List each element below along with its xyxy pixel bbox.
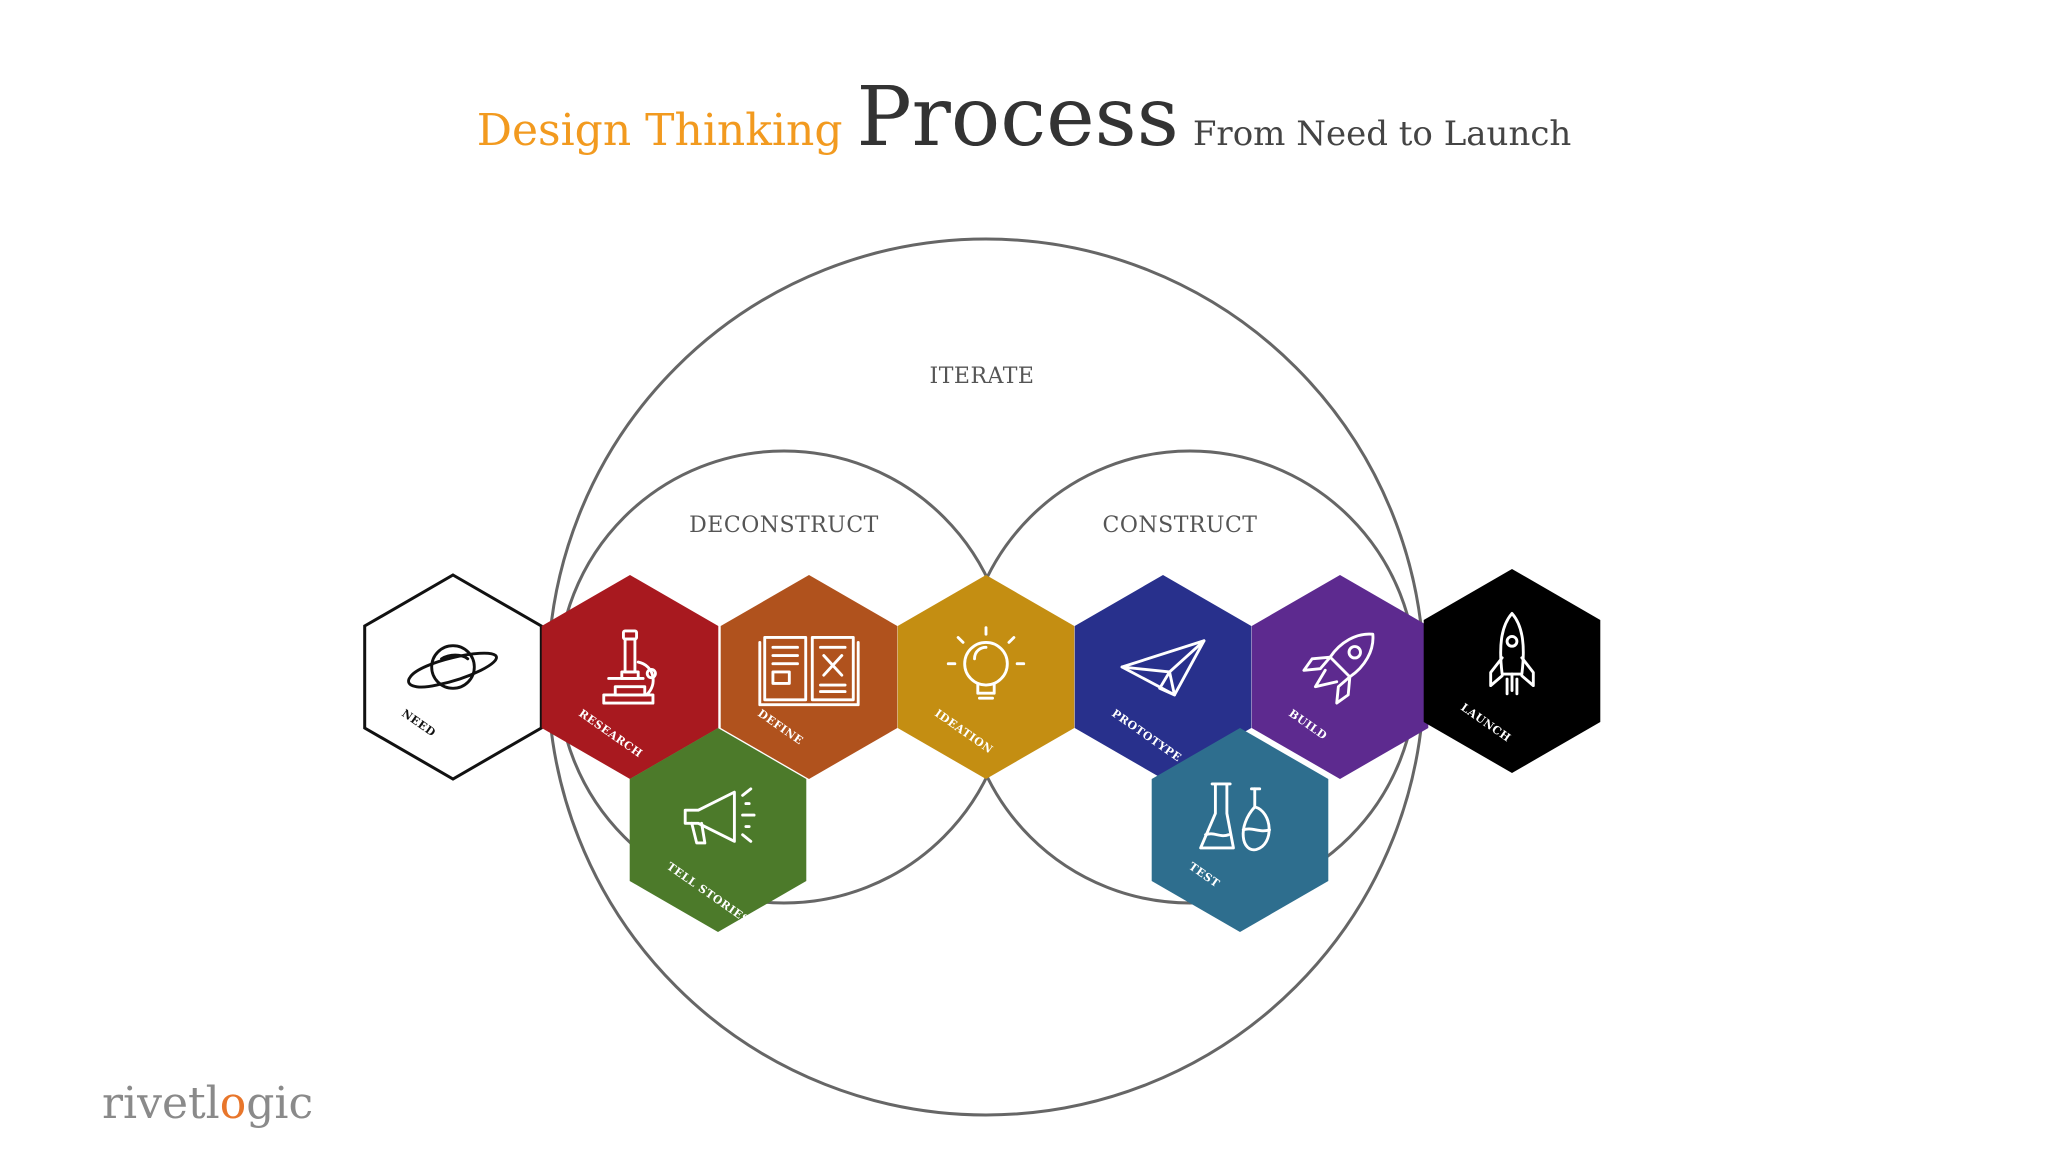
page-title: Design Thinking Process From Need to Launc… xyxy=(0,70,2048,180)
hex-shape-build xyxy=(1251,575,1429,779)
paper-plane-icon xyxy=(1120,639,1206,697)
megaphone-icon xyxy=(683,787,756,845)
iterate-label: ITERATE xyxy=(930,364,1035,389)
hex-need: NEED xyxy=(363,573,543,781)
hex-shape-prototype xyxy=(1074,575,1252,779)
rocket-launch-icon xyxy=(1489,612,1535,696)
hex-shape-test xyxy=(1151,728,1329,932)
title-process: Process xyxy=(856,70,1179,165)
hex-shape-launch xyxy=(1423,569,1601,773)
hex-test: TEST xyxy=(1151,728,1329,932)
hex-shape-ideation xyxy=(897,575,1075,779)
hex-define: DEFINE xyxy=(720,575,898,779)
title-subtitle: From Need to Launch xyxy=(1192,114,1572,154)
hex-build: BUILD xyxy=(1251,575,1429,779)
hex-ideation: IDEATION xyxy=(897,575,1075,779)
logo-text-accent: o xyxy=(219,1078,247,1129)
hexagon-group: NEED RESEARCH DEFINE IDEATION PROTOTYPE … xyxy=(363,569,1601,932)
planet-icon xyxy=(407,644,498,690)
rivetlogic-logo: rivetlogic xyxy=(102,1078,313,1130)
hex-shape-define xyxy=(720,575,898,779)
deconstruct-label: DECONSTRUCT xyxy=(689,513,879,538)
microscope-icon xyxy=(602,629,657,705)
hex-shape-research xyxy=(541,575,719,779)
rocket-icon xyxy=(1302,632,1375,705)
book-icon xyxy=(758,636,860,707)
logo-text-before: rivetl xyxy=(102,1078,220,1129)
hex-shape-tell-stories xyxy=(629,728,807,932)
hex-shape-need xyxy=(363,573,543,781)
lightbulb-icon xyxy=(946,626,1026,700)
construct-label: CONSTRUCT xyxy=(1103,513,1258,538)
hex-launch: LAUNCH xyxy=(1423,569,1601,773)
flasks-icon xyxy=(1199,782,1271,852)
title-design-thinking: Design Thinking xyxy=(476,105,843,156)
hex-prototype: PROTOTYPE xyxy=(1074,575,1252,779)
logo-text-after: gic xyxy=(246,1078,314,1129)
hex-research: RESEARCH xyxy=(541,575,719,779)
